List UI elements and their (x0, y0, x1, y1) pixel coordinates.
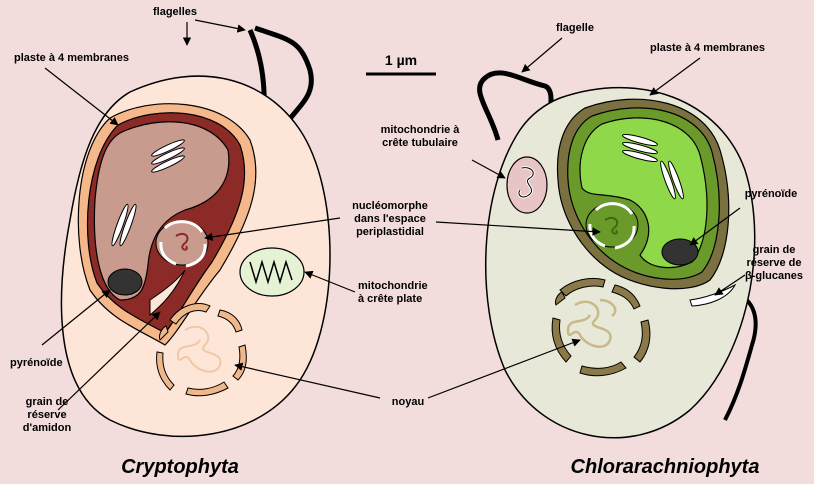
leader-mito-tubulaire (472, 160, 505, 178)
title-cryptophyta: Cryptophyta (110, 456, 250, 479)
label-mito-tubulaire: mitochondrie à crête tubulaire (370, 124, 470, 150)
label-pyrenoide-left: pyrénoïde (10, 357, 90, 370)
crypto-mitochondrion (240, 248, 304, 296)
leader-flagelle-right (522, 38, 562, 72)
label-plaste-right: plaste à 4 membranes (650, 42, 810, 55)
label-amidon: grain de réserve d'amidon (12, 396, 82, 435)
label-plaste-left: plaste à 4 membranes (14, 52, 174, 65)
leader-plaste-right (650, 58, 700, 95)
crypto-pyrenoid (108, 269, 142, 295)
label-flagelle: flagelle (540, 22, 610, 35)
cryptophyta-cell (61, 28, 330, 436)
label-flagelles: flagelles (140, 6, 210, 19)
label-nucleomorphe: nucléomorphe dans l'espace periplastidia… (340, 200, 440, 239)
leader-plaste-left (45, 68, 118, 125)
leader-flagelles-b (195, 20, 245, 30)
chlora-mitochondrion (507, 157, 547, 213)
label-scale: 1 µm (366, 52, 436, 68)
label-mito-plate: mitochondrie à crête plate (358, 280, 458, 306)
title-chlorarachniophyta: Chlorarachniophyta (555, 456, 775, 479)
label-pyrenoide-right: pyrénoïde (736, 188, 806, 201)
label-noyau: noyau (378, 396, 438, 409)
chlorarachniophyta-cell (480, 73, 756, 438)
label-glucanes: grain de réserve de β-glucanes (734, 244, 814, 283)
